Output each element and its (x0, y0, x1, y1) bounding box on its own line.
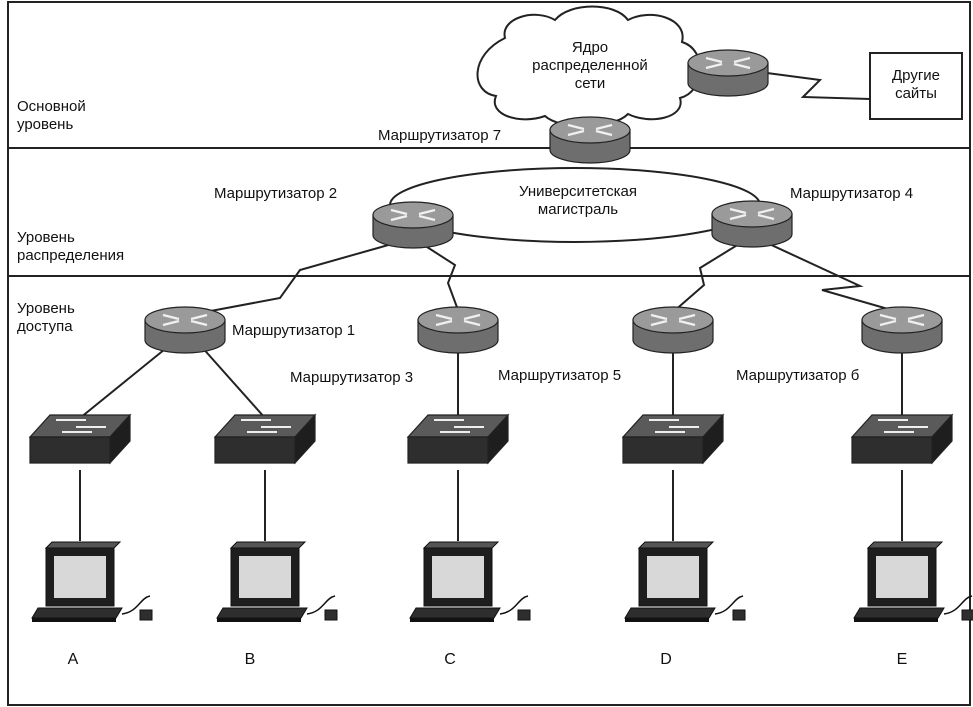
link-r1-switch-a (79, 344, 171, 419)
wan-link-core-other-sites (766, 72, 871, 100)
other-sites-box (869, 52, 963, 120)
wan-link-r2-r3 (412, 237, 459, 311)
host-label-c: C (444, 651, 456, 668)
switch-b-icon (214, 414, 316, 464)
router-6-label: Маршрутизатор б (736, 367, 859, 384)
workstation-d-icon (624, 541, 746, 623)
wan-link-r4-r5 (672, 235, 753, 313)
router-7-label: Маршрутизатор 7 (378, 127, 501, 144)
workstation-a-icon (31, 541, 153, 623)
link-r1-switch-b (199, 344, 266, 419)
switch-d-icon (622, 414, 724, 464)
host-label-b: B (245, 651, 256, 668)
distributed-core-cloud (476, 5, 702, 128)
router-2-label: Маршрутизатор 2 (214, 185, 337, 202)
router-4-icon (710, 199, 794, 249)
router-2-icon (371, 200, 455, 250)
router-1-icon (143, 305, 227, 355)
wan-link-r2-r1 (199, 237, 414, 314)
workstation-c-icon (409, 541, 531, 623)
connections (79, 72, 903, 541)
router-1-label: Маршрутизатор 1 (232, 322, 355, 339)
host-label-d: D (660, 651, 672, 668)
router-7-icon (548, 115, 632, 165)
switch-c-icon (407, 414, 509, 464)
core-edge-router-icon (686, 48, 770, 98)
diagram-frame (7, 1, 971, 706)
workstation-e-icon (853, 541, 973, 623)
switch-a-icon (29, 414, 131, 464)
router-3-label: Маршрутизатор 3 (290, 369, 413, 386)
router-6-icon (860, 305, 944, 355)
router-3-icon (416, 305, 500, 355)
host-label-a: A (68, 651, 79, 668)
switch-e-icon (851, 414, 953, 464)
workstation-b-icon (216, 541, 338, 623)
host-label-e: E (897, 651, 908, 668)
router-5-label: Маршрутизатор 5 (498, 367, 621, 384)
router-4-label: Маршрутизатор 4 (790, 185, 913, 202)
router-5-icon (631, 305, 715, 355)
wan-link-r4-r6 (751, 235, 903, 314)
